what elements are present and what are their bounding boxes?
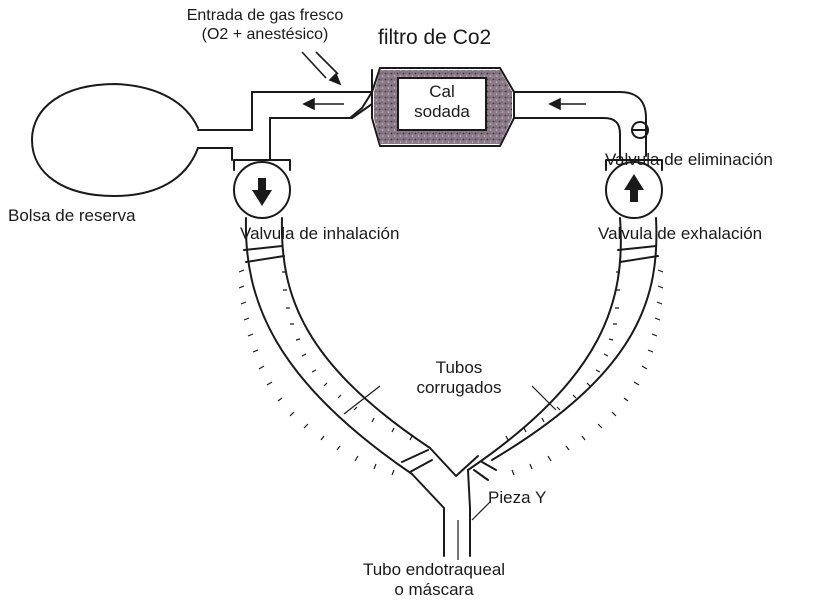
endotracheal-line2: o máscara xyxy=(394,580,474,599)
fresh-gas-line2: (O2 + anestésico) xyxy=(201,26,329,43)
flow-arrow-right-pipe-icon xyxy=(548,97,586,111)
soda-lime-line1: Cal xyxy=(429,82,455,101)
y-piece xyxy=(411,447,479,557)
inhalation-valve-arrow-icon xyxy=(252,178,272,206)
exhalation-valve-label: Valvula de exhalación xyxy=(598,224,763,243)
right-corrugated-tube xyxy=(467,217,658,471)
corrugated-tubes-line2: corrugados xyxy=(416,378,502,397)
corrugated-tubes-line1: Tubos xyxy=(435,358,483,377)
inhalation-valve-label: Valvula de inhalación xyxy=(240,224,400,243)
co2-filter-label: filtro de Co2 xyxy=(378,26,492,49)
soda-lime-line2: sodada xyxy=(414,102,470,121)
reservoir-bag xyxy=(31,83,199,197)
fresh-gas-line1: Entrada de gas fresco xyxy=(186,7,344,24)
left-corrugated-tube xyxy=(244,217,431,475)
soda-lime-box xyxy=(397,77,487,131)
reservoir-bag-label: Bolsa de reserva xyxy=(8,206,136,225)
bag-connector xyxy=(197,129,253,149)
endotracheal-tube-label: Tubo endotraqueal o máscara xyxy=(344,560,524,600)
inhalation-valve xyxy=(233,161,291,219)
top-pipe-left xyxy=(231,69,373,161)
corrugation-ridges xyxy=(238,269,664,476)
fresh-gas-inlet-label: Entrada de gas fresco (O2 + anestésico) xyxy=(140,6,390,44)
corrugated-tubes-label: Tubos corrugados xyxy=(384,358,534,398)
flow-arrow-left-icon xyxy=(302,97,344,111)
fresh-gas-arrow-icon xyxy=(301,51,342,86)
elimination-valve-label: Valvula de eliminación xyxy=(605,150,773,169)
endotracheal-line1: Tubo endotraqueal xyxy=(362,560,506,579)
leader-lines xyxy=(343,385,557,560)
soda-lime-label: Cal sodada xyxy=(398,82,486,122)
y-piece-label: Pieza Y xyxy=(488,488,547,507)
exhalation-valve xyxy=(605,161,663,219)
top-pipe-right xyxy=(513,91,647,161)
exhalation-valve-arrow-icon xyxy=(624,174,644,202)
